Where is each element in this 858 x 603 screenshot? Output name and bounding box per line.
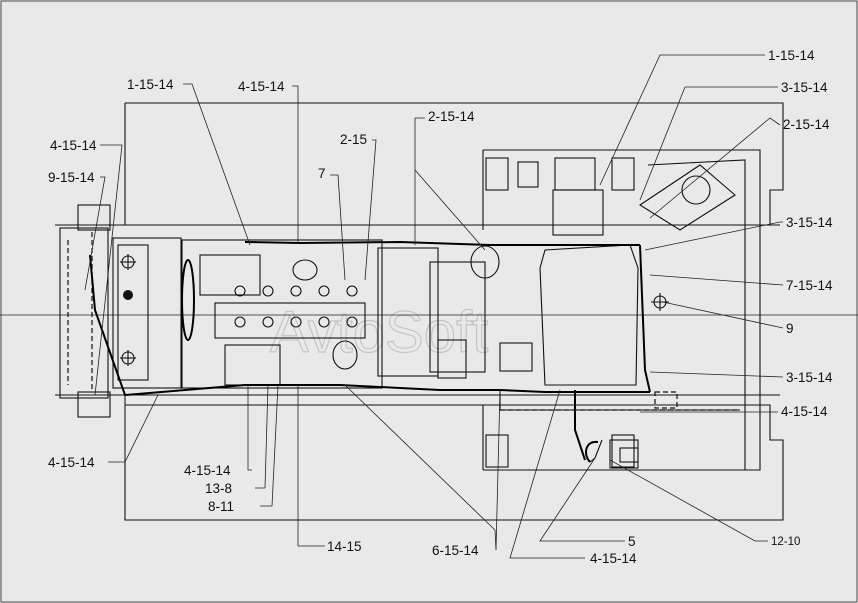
- watermark-text: AvtoSoft: [270, 300, 488, 365]
- callout-1-15-14-top: 1-15-14: [127, 77, 174, 92]
- callout-1-15-14-right: 1-15-14: [768, 48, 815, 63]
- chassis-outline: [0, 102, 858, 521]
- callout-14-15: 14-15: [327, 539, 362, 554]
- callout-12-10: 12-10: [771, 536, 800, 548]
- callout-leaders: [84, 54, 784, 559]
- callout-9-15-14: 9-15-14: [48, 170, 95, 185]
- callout-5: 5: [628, 534, 636, 549]
- callout-7-15-14: 7-15-14: [786, 278, 833, 293]
- callout-2-15-14-top: 2-15-14: [428, 109, 475, 124]
- callout-9: 9: [786, 321, 794, 336]
- callout-4-15-14-bottom-left: 4-15-14: [48, 455, 95, 470]
- callout-3-15-14-low-right: 3-15-14: [786, 370, 833, 385]
- callout-13-8: 13-8: [205, 481, 232, 496]
- engine-block: [181, 239, 383, 389]
- callout-4-15-14-top: 4-15-14: [238, 79, 285, 94]
- callout-4-15-14-bottom-mid: 4-15-14: [590, 551, 637, 566]
- callout-labels: 1-15-14 4-15-14 2-15 2-15-14 1-15-14 3-1…: [48, 48, 833, 566]
- callout-2-15-14-right: 2-15-14: [783, 117, 830, 132]
- callout-4-15-14-lower: 4-15-14: [184, 463, 231, 478]
- callout-7: 7: [318, 166, 326, 181]
- wiring-harness: [89, 240, 740, 463]
- callout-3-15-14-right-top: 3-15-14: [781, 80, 828, 95]
- callout-4-15-14-left: 4-15-14: [50, 138, 97, 153]
- callout-4-15-14-low-right: 4-15-14: [781, 404, 828, 419]
- callout-3-15-14-mid-right: 3-15-14: [786, 215, 833, 230]
- transmission: [377, 245, 533, 379]
- callout-2-15: 2-15: [340, 132, 367, 147]
- callout-6-15-14: 6-15-14: [432, 543, 479, 558]
- callout-8-11: 8-11: [208, 499, 234, 514]
